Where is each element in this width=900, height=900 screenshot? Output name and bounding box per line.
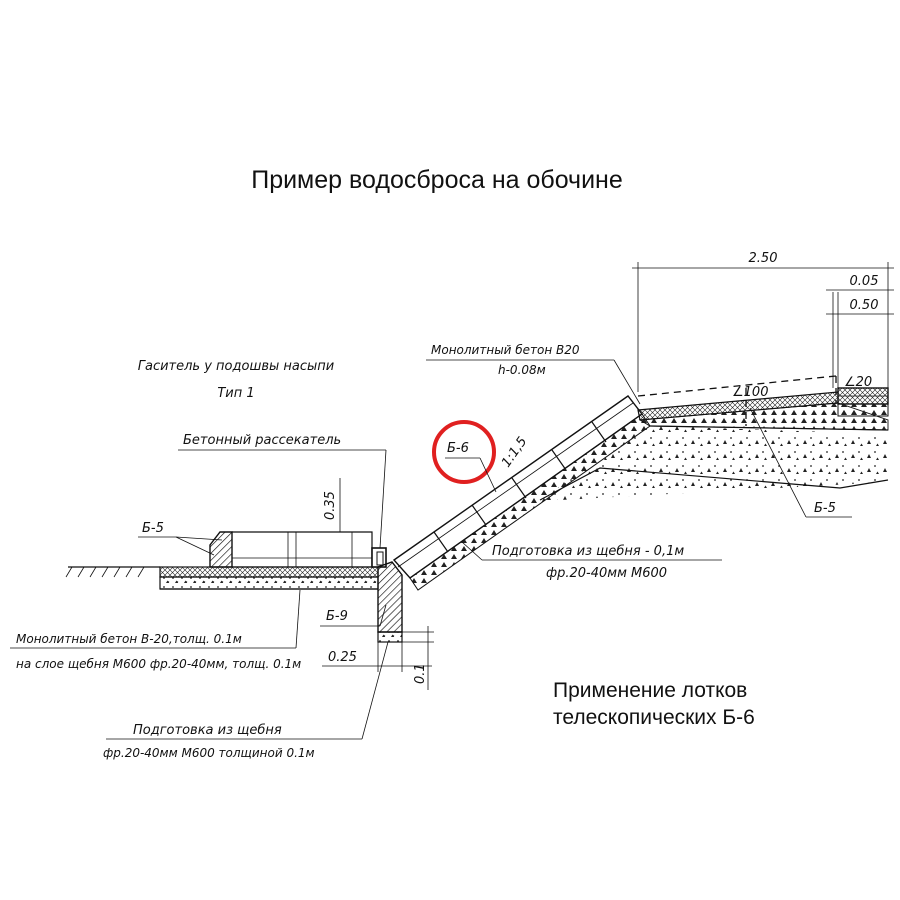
b5-right-callout: Б-5 xyxy=(749,407,852,518)
b9-label: Б-9 xyxy=(326,609,348,624)
b5-left-callout: Б-5 xyxy=(138,521,223,556)
monolith-b20-callout: Монолитный бетон В20 h-0.08м xyxy=(426,343,641,405)
b5-left-label: Б-5 xyxy=(142,521,164,536)
monolith-b20-line-1: Монолитный бетон В20 xyxy=(431,343,580,357)
gravel-prep-callout: Подготовка из щебня - 0,1м фр.20-40мм М6… xyxy=(461,541,722,581)
damper-label-line-2: Тип 1 xyxy=(217,386,254,401)
splitter-and-post xyxy=(371,547,403,643)
dim-050: 0.50 xyxy=(850,298,879,313)
gravel-bottom-callout: Подготовка из щебня фр.20-40мм М600 толщ… xyxy=(103,641,389,760)
angle-100: ∠100 xyxy=(732,385,768,400)
splitter-callout: Бетонный рассекатель xyxy=(178,433,387,549)
splitter-label: Бетонный рассекатель xyxy=(183,433,341,448)
b9-callout: Б-9 xyxy=(320,604,387,627)
road-layers xyxy=(637,375,889,431)
b6-callout: Б-6 xyxy=(432,420,497,493)
dim-h035: 0.35 xyxy=(323,491,338,520)
monolith-b20-line-2: h-0.08м xyxy=(498,363,546,377)
monolith-base-callout: Монолитный бетон В-20,толщ. 0.1м на слое… xyxy=(10,589,301,671)
b6-highlight-circle xyxy=(432,420,496,484)
damper-blocks xyxy=(209,531,373,568)
slope-ratio: 1:1,5 xyxy=(499,434,530,470)
h01-dimension: 0.1 xyxy=(402,626,434,690)
ground-left xyxy=(65,566,160,578)
monolith-base-line-1: Монолитный бетон В-20,толщ. 0.1м xyxy=(16,632,242,646)
dim-width-total: 2.50 xyxy=(749,251,778,266)
gravel-bottom-line-1: Подготовка из щебня xyxy=(133,723,282,738)
application-note-line-1: Применение лотков xyxy=(553,679,747,702)
curb-base xyxy=(837,403,889,417)
h035-dimension: 0.35 xyxy=(323,478,372,533)
b5-right-label: Б-5 xyxy=(814,501,836,516)
damper-base-slab xyxy=(159,566,379,590)
gravel-prep-line-1: Подготовка из щебня - 0,1м xyxy=(492,544,684,559)
page-title: Пример водосброса на обочине xyxy=(251,166,623,194)
monolith-base-line-2: на слое щебня М600 фр.20-40мм, толщ. 0.1… xyxy=(16,657,301,671)
dim-005: 0.05 xyxy=(850,274,879,289)
angle-20: ∠20 xyxy=(844,375,872,390)
damper-label-line-1: Гаситель у подошвы насыпи xyxy=(138,359,334,374)
dim-w025: 0.25 xyxy=(328,650,357,665)
b6-label: Б-6 xyxy=(447,441,469,456)
gravel-bottom-line-2: фр.20-40мм М600 толщиной 0.1м xyxy=(103,746,315,760)
w025-dimension: 0.25 xyxy=(322,642,432,672)
dim-h01: 0.1 xyxy=(413,663,428,684)
gravel-prep-line-2: фр.20-40мм М600 xyxy=(546,566,667,581)
application-note-line-2: телескопических Б-6 xyxy=(553,706,755,729)
top-dimensions: 2.50 0.05 0.50 ∠100 ∠20 xyxy=(632,251,894,400)
